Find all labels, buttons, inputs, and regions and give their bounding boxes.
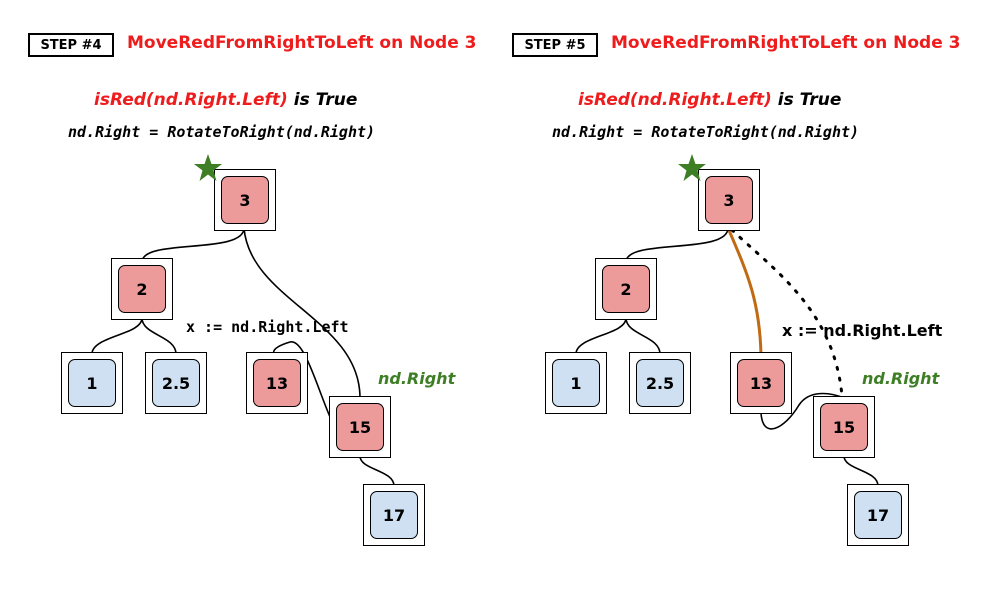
node-1-value: 1 [68, 359, 116, 407]
edge-3-2 [141, 227, 245, 263]
node-3-value: 3 [705, 176, 753, 224]
node-2-value: 2 [602, 265, 650, 313]
condition-result: is True [287, 90, 358, 110]
star-icon [678, 154, 706, 181]
node-17: 17 [847, 484, 909, 546]
node-1: 1 [61, 352, 123, 414]
condition-text: isRed(nd.Right.Left) is True [578, 90, 841, 110]
code-line: nd.Right = RotateToRight(nd.Right) [552, 123, 860, 141]
node-2-5-value: 2.5 [152, 359, 200, 407]
node-13: 13 [730, 352, 792, 414]
edge-13-15 [760, 392, 845, 430]
edge-2-25 [625, 317, 661, 355]
node-2-value: 2 [118, 265, 166, 313]
node-2: 2 [595, 258, 657, 320]
tree-edges [575, 227, 879, 487]
condition-expression: isRed(nd.Right.Left) [578, 90, 772, 110]
node-1: 1 [545, 352, 607, 414]
node-15-value: 15 [820, 403, 868, 451]
node-15-value: 15 [336, 403, 384, 451]
node-2: 2 [111, 258, 173, 320]
step-4-panel: STEP #4 MoveRedFromRightToLeft on Node 3… [0, 0, 495, 595]
step-label: STEP #5 [512, 33, 598, 57]
node-13-value: 13 [253, 359, 301, 407]
nd-right-label: nd.Right [378, 369, 456, 388]
node-15: 15 [329, 396, 391, 458]
node-1-value: 1 [552, 359, 600, 407]
edge-15-17 [843, 455, 879, 487]
node-13: 13 [246, 352, 308, 414]
edge-3-2 [625, 227, 729, 263]
node-3-value: 3 [221, 176, 269, 224]
node-2-5: 2.5 [145, 352, 207, 414]
condition-text: isRed(nd.Right.Left) is True [94, 90, 357, 110]
node-3: 3 [698, 169, 760, 231]
edge-15-17 [359, 455, 395, 487]
node-17: 17 [363, 484, 425, 546]
edge-3-15 [243, 227, 361, 399]
step-5-panel: STEP #5 MoveRedFromRightToLeft on Node 3… [484, 0, 979, 595]
node-2-5: 2.5 [629, 352, 691, 414]
edge-2-25 [141, 317, 177, 355]
old-edge-3-15-dotted [730, 228, 844, 398]
node-15: 15 [813, 396, 875, 458]
edge-2-1 [575, 317, 627, 355]
rotated-edge-3-13 [726, 227, 763, 357]
step-title: MoveRedFromRightToLeft on Node 3 [127, 33, 477, 53]
node-13-value: 13 [737, 359, 785, 407]
condition-result: is True [771, 90, 842, 110]
node-2-5-value: 2.5 [636, 359, 684, 407]
node-3: 3 [214, 169, 276, 231]
node-17-value: 17 [854, 491, 902, 539]
code-line: nd.Right = RotateToRight(nd.Right) [68, 123, 376, 141]
nd-right-label: nd.Right [862, 369, 940, 388]
node-17-value: 17 [370, 491, 418, 539]
star-icon [194, 154, 222, 181]
x-label: x := nd.Right.Left [186, 318, 349, 336]
step-label: STEP #4 [28, 33, 114, 57]
x-label: x := nd.Right.Left [782, 321, 943, 340]
edge-2-1 [91, 317, 143, 355]
condition-expression: isRed(nd.Right.Left) [94, 90, 288, 110]
step-title: MoveRedFromRightToLeft on Node 3 [611, 33, 961, 53]
